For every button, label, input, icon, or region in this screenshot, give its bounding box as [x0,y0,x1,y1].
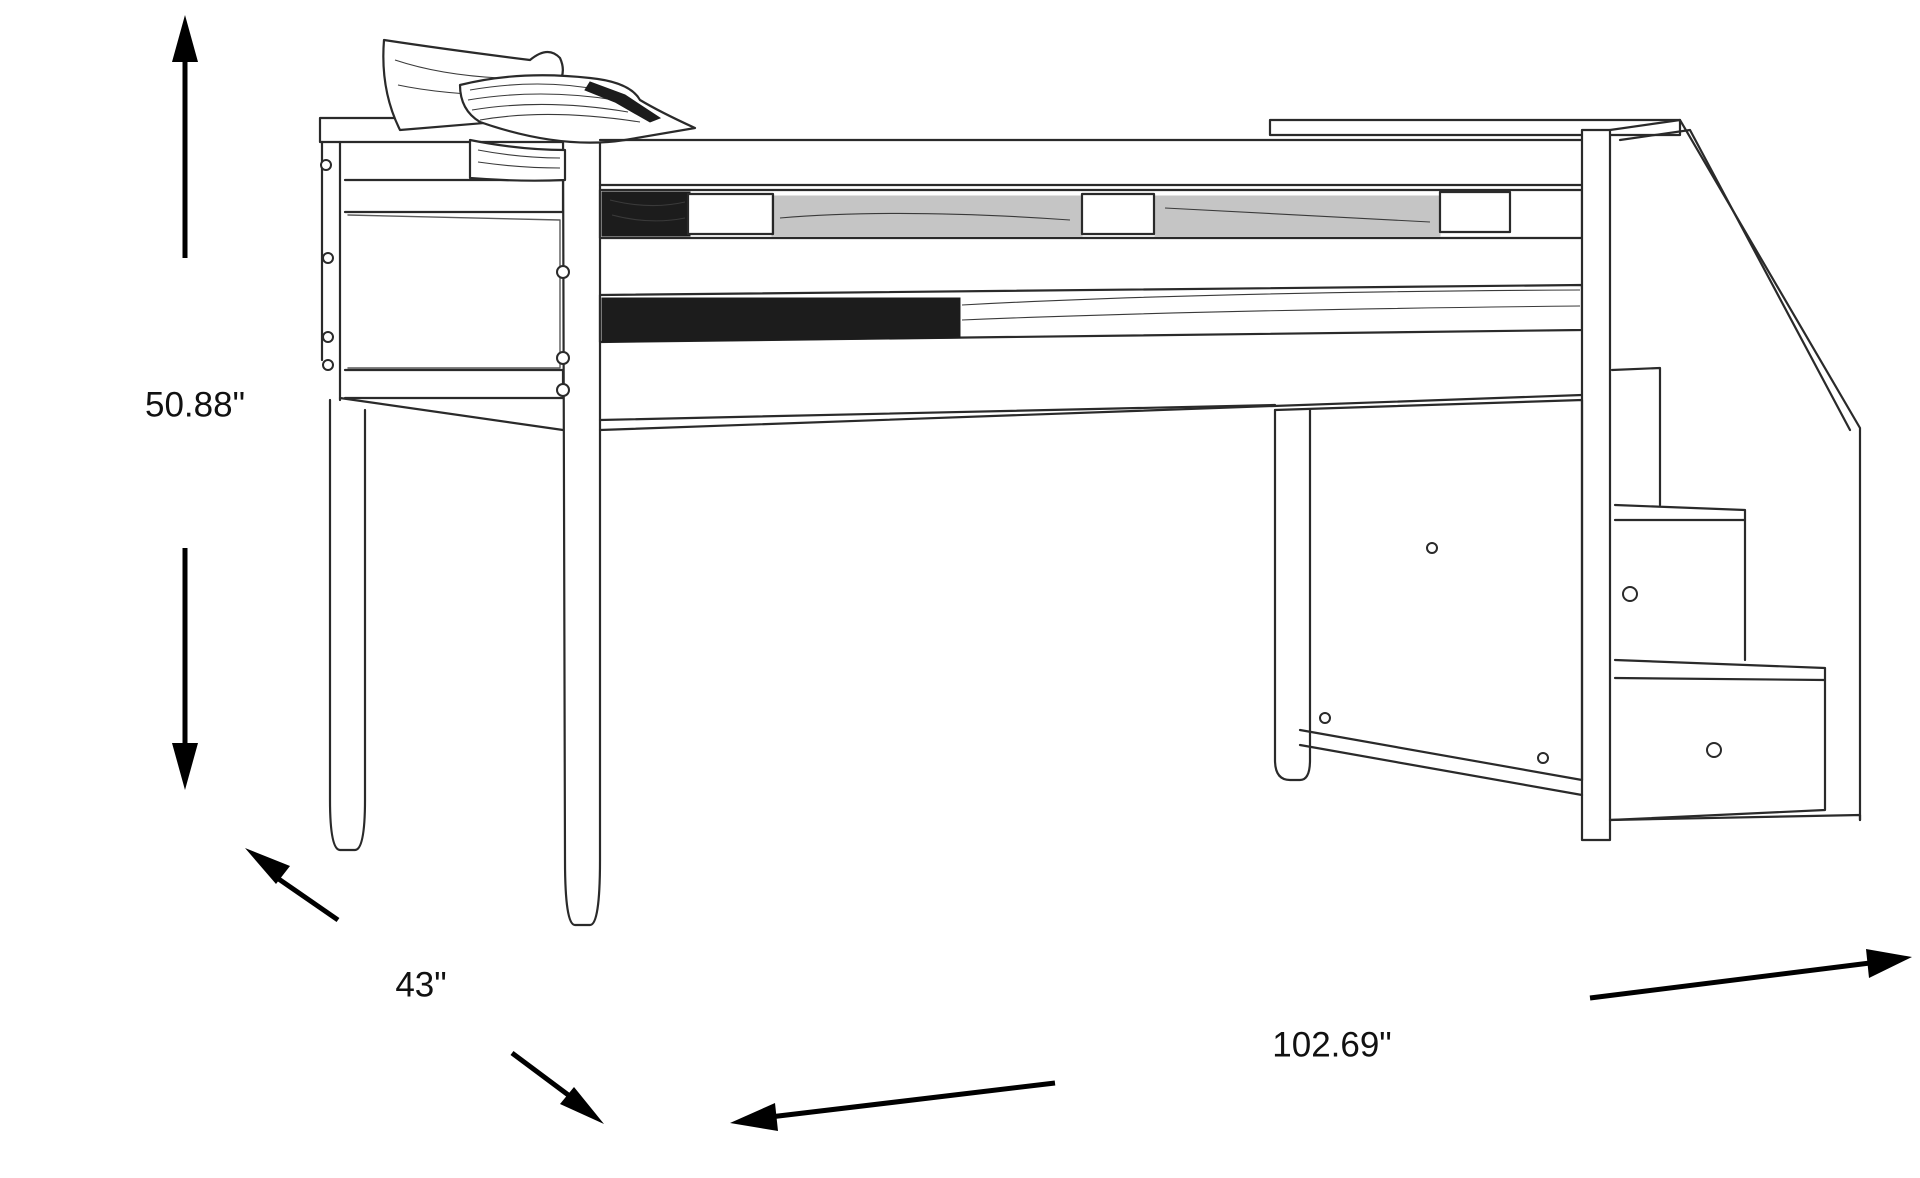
width-dimension-arrow [730,949,1912,1131]
rivet [556,265,570,279]
drawer-knob-upper [1622,586,1638,602]
depth-dimension-arrow [245,848,604,1124]
width-arrow-right-line [1589,960,1871,1001]
front-left-post [556,128,602,927]
rivet [322,252,334,264]
depth-arrow-upper-line [268,870,340,923]
width-arrow-right-head [1866,949,1912,978]
height-dimension-label: 50.88" [144,385,246,425]
rivet [322,331,334,343]
height-arrow-up-head [172,15,198,62]
rivet [556,351,570,365]
depth-arrow-down-head [560,1087,604,1124]
rivet [320,159,332,171]
cabinet-knob [1426,542,1438,554]
stair-storage-unit [1268,118,1862,842]
rivet [1537,752,1549,764]
drawer-knob-lower [1706,742,1722,758]
rivet [556,383,570,397]
left-headboard-end [318,116,597,852]
rivet [1319,712,1331,724]
width-arrow-left-line [769,1080,1056,1120]
rivet [322,359,334,371]
depth-arrow-lower-line [510,1050,577,1103]
height-arrow-down-head [172,743,198,790]
depth-dimension-label: 43" [395,965,447,1005]
guard-rail [598,138,1584,432]
depth-arrow-up-head [245,848,290,884]
width-arrow-left-head [730,1103,778,1131]
width-dimension-label: 102.69" [1272,1025,1392,1065]
pillow-and-blanket [382,38,697,182]
height-dimension-arrow [172,15,198,790]
